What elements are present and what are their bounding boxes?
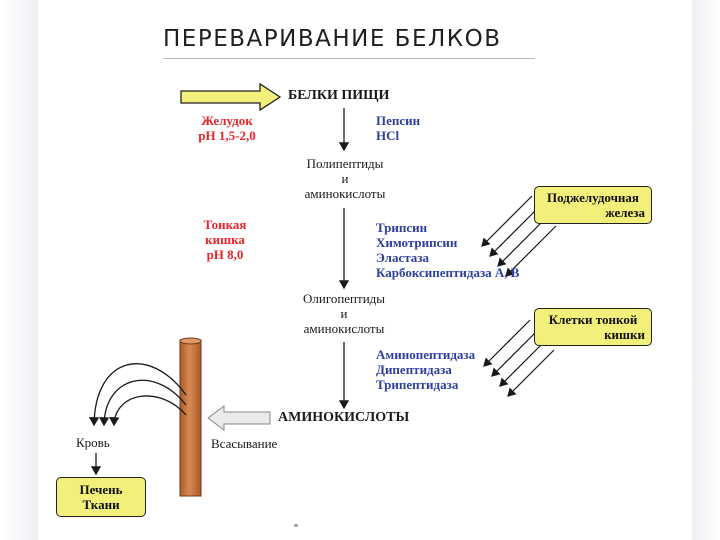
left-background-shade — [0, 0, 38, 540]
polypeptides-line1: Полипептиды — [306, 156, 384, 171]
intestine-secretion-arrows — [483, 319, 555, 397]
enzyme-chymotrypsin: Химотрипсин — [376, 235, 458, 250]
enzyme-elastase: Эластаза — [376, 250, 429, 265]
enzyme-dipeptidase: Дипептидаза — [376, 362, 452, 377]
enzyme-pepsin: Пепсин — [376, 113, 421, 128]
pancreas-line2: железа — [605, 205, 645, 220]
destination-tissues: Ткани — [82, 497, 120, 512]
stomach-ph: pH 1,5-2,0 — [198, 128, 256, 143]
node-amino-acids: АМИНОКИСЛОТЫ — [278, 410, 410, 425]
intestine-label-line2: кишка — [205, 232, 245, 247]
pancreas-secretion-arrows — [481, 195, 557, 277]
intestine-label-line1: Тонкая — [203, 217, 247, 232]
enzyme-carboxypeptidase: Карбоксипептидаза А, В — [376, 265, 520, 280]
polypeptides-line3: аминокислоты — [304, 186, 386, 201]
food-input-arrow — [180, 82, 282, 112]
right-background-shade — [692, 0, 720, 540]
absorption-arrow — [207, 405, 271, 431]
pancreas-line1: Поджелудочная — [547, 190, 639, 205]
intestine-cells-line1: Клетки тонкой — [548, 312, 638, 327]
node-food-proteins: БЕЛКИ ПИЩИ — [288, 88, 390, 103]
slide-title: ПЕРЕВАРИВАНИЕ БЕЛКОВ — [163, 26, 502, 52]
enzymes-intestine: Аминопептидаза Дипептидаза Трипептидаза — [376, 347, 475, 392]
oligopeptides-line3: аминокислоты — [303, 321, 385, 336]
title-underline — [163, 58, 535, 59]
oligopeptides-line2: и — [340, 306, 348, 321]
intestine-cells-line2: кишки — [604, 327, 645, 342]
intestine-ph: pH 8,0 — [206, 247, 244, 262]
box-pancreas: Поджелудочная железа — [534, 186, 652, 224]
label-absorption: Всасывание — [211, 436, 278, 451]
location-small-intestine: Тонкая кишка pH 8,0 — [196, 217, 254, 262]
label-blood: Кровь — [76, 435, 110, 450]
enzyme-hcl: HCl — [376, 128, 400, 143]
enzymes-pancreas: Трипсин Химотрипсин Эластаза Карбоксипеп… — [376, 220, 519, 280]
oligopeptides-line1: Олигопептиды — [302, 291, 385, 306]
node-oligopeptides: Олигопептиды и аминокислоты — [288, 291, 400, 336]
location-stomach: Желудок pH 1,5-2,0 — [196, 113, 258, 143]
polypeptides-line2: и — [341, 171, 349, 186]
box-intestine-cells: Клетки тонкой кишки — [534, 308, 652, 346]
destination-liver: Печень — [79, 482, 123, 497]
blood-vessel — [179, 339, 202, 497]
node-polypeptides: Полипептиды и аминокислоты — [292, 156, 398, 201]
enzyme-aminopeptidase: Аминопептидаза — [376, 347, 476, 362]
enzyme-trypsin: Трипсин — [376, 220, 428, 235]
enzymes-stomach: Пепсин HCl — [376, 113, 420, 143]
circulation-arcs — [88, 363, 187, 427]
stomach-label: Желудок — [201, 113, 253, 128]
box-liver-tissues: Печень Ткани — [56, 477, 146, 517]
enzyme-tripeptidase: Трипептидаза — [376, 377, 459, 392]
